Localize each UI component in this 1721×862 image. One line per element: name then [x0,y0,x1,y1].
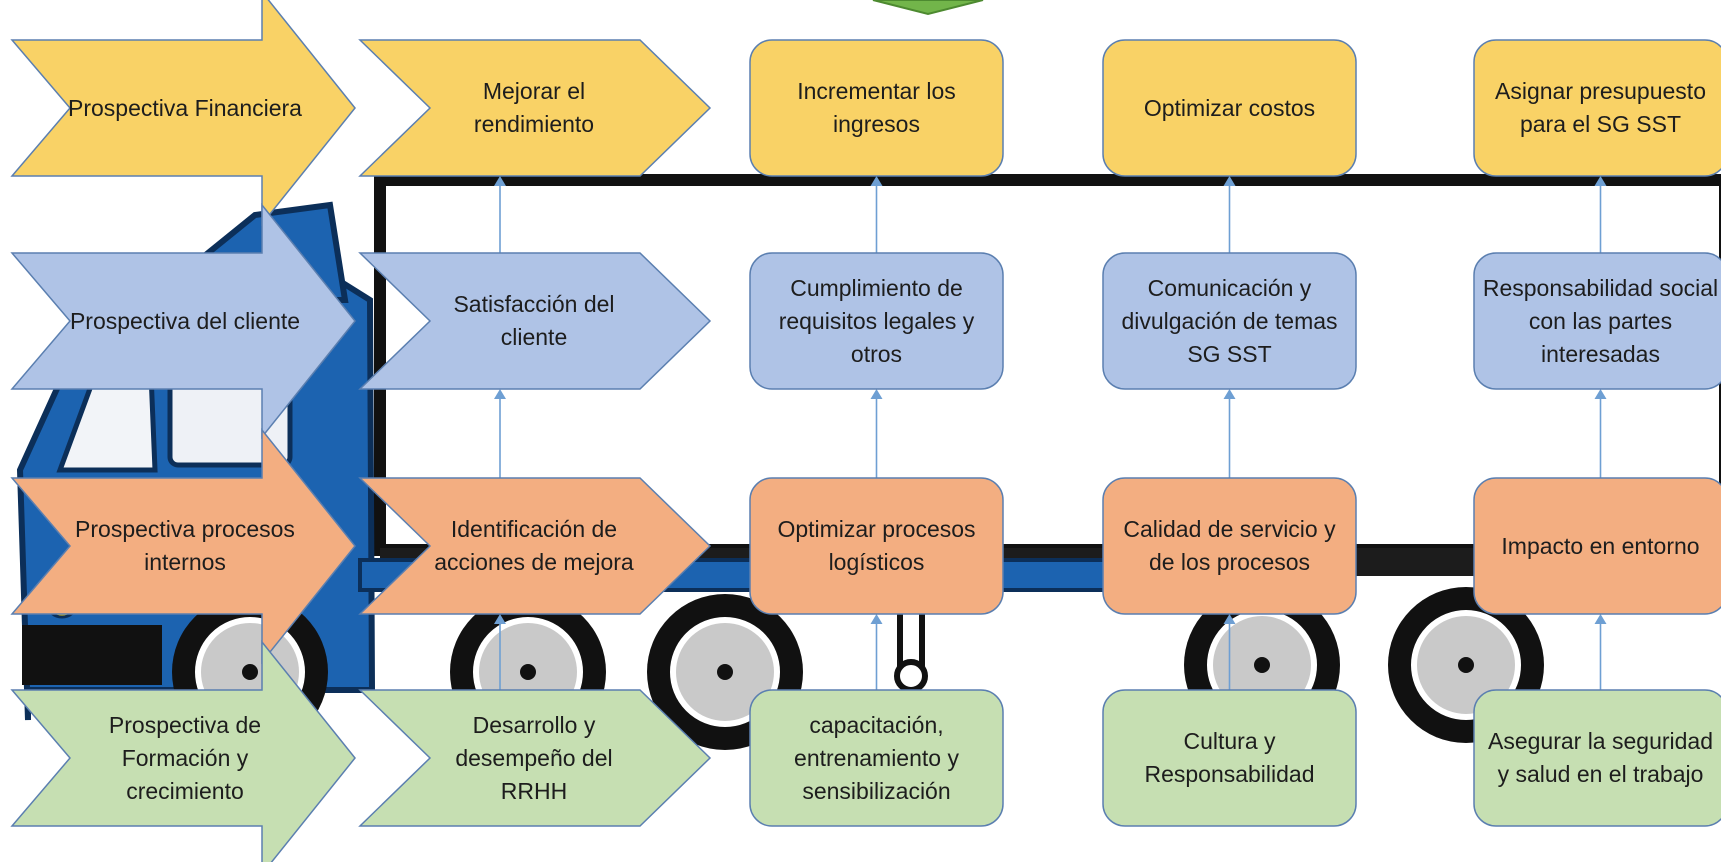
connector-col2-row4-to-row3 [870,614,883,690]
connector-col3-row3-to-row2 [1223,389,1236,478]
objective-chevron-formacion [358,689,712,827]
objective-box-cliente-3 [1102,252,1357,390]
connector-col2-row2-to-row1 [870,176,883,253]
objective-box-financiera-4 [1473,39,1721,177]
front-bumper [22,625,162,685]
objective-box-formacion-2 [749,689,1004,827]
objective-box-procesos-2 [749,477,1004,615]
top-green-marker [872,0,984,16]
objective-box-financiera-2 [749,39,1004,177]
connector-col3-row4-to-row3 [1223,614,1236,690]
objective-box-procesos-4 [1473,477,1721,615]
perspective-arrow-cliente [10,202,356,440]
objective-chevron-cliente [358,252,712,390]
connector-col4-row3-to-row2 [1594,389,1607,478]
connector-col4-row4-to-row3 [1594,614,1607,690]
objective-chevron-financiera [358,39,712,177]
connector-col2-row3-to-row2 [870,389,883,478]
perspective-arrow-formacion [10,639,356,862]
objective-box-procesos-3 [1102,477,1357,615]
objective-box-formacion-4 [1473,689,1721,827]
connector-col3-row2-to-row1 [1223,176,1236,253]
connector-col1-row2-to-row1 [494,176,506,253]
perspective-arrow-financiera [10,0,356,227]
objective-box-cliente-4 [1473,252,1721,390]
perspective-arrow-procesos [10,427,356,665]
objective-box-formacion-3 [1102,689,1357,827]
objective-box-financiera-3 [1102,39,1357,177]
connector-col1-row3-to-row2 [494,389,506,478]
connector-col1-row4-to-row3 [494,614,506,690]
connector-col4-row2-to-row1 [1594,176,1607,253]
objective-chevron-procesos [358,477,712,615]
objective-box-cliente-2 [749,252,1004,390]
